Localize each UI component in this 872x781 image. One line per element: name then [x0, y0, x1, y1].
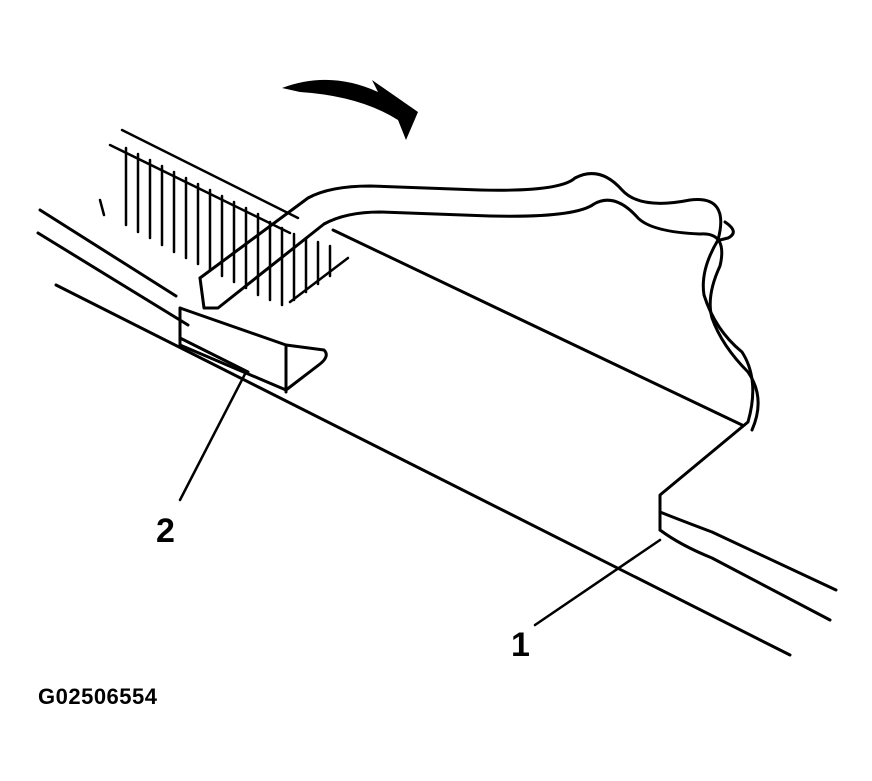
callout-label-1: 1 — [511, 626, 530, 664]
rail-edges — [36, 208, 792, 657]
figure-id: G02506554 — [38, 684, 158, 709]
retaining-block — [178, 306, 328, 394]
rotation-arrow-icon — [282, 79, 418, 140]
clip-body — [198, 172, 838, 622]
leader-lines — [178, 372, 662, 627]
grille-ribs — [98, 128, 350, 307]
callout-label-2: 2 — [156, 512, 175, 550]
